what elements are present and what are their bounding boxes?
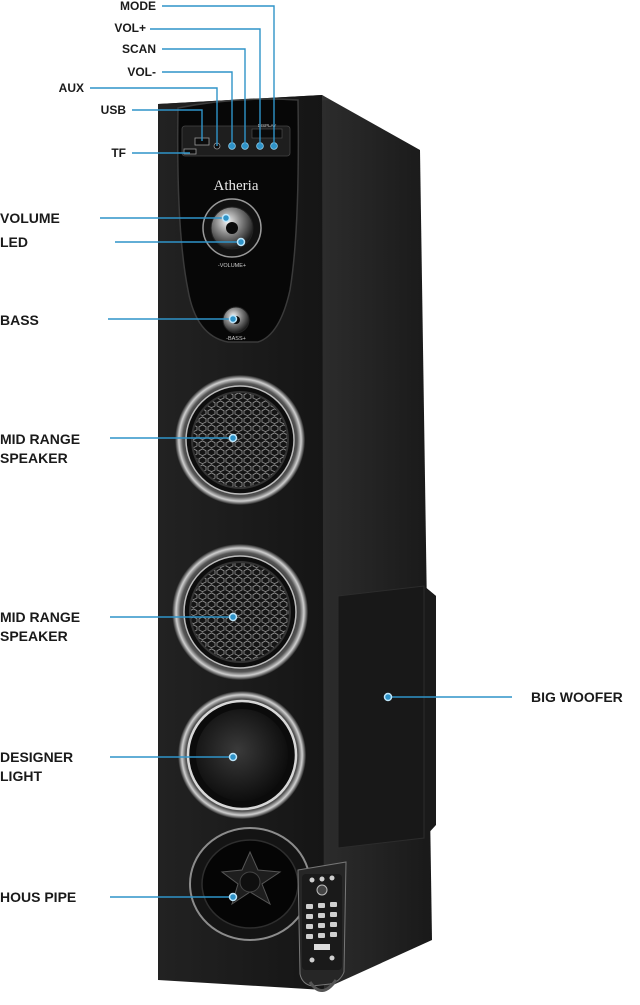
dot-volume xyxy=(221,213,231,223)
callout-aux xyxy=(90,87,218,146)
woofer-grille xyxy=(337,585,425,849)
display-window xyxy=(251,128,283,139)
label-tf: TF xyxy=(111,146,126,160)
callout-vol-plus xyxy=(150,28,261,146)
label-designer-light-line2: LIGHT xyxy=(0,768,42,784)
label-vol-minus: VOL- xyxy=(127,65,156,79)
callout-vol-minus xyxy=(162,71,233,146)
bass-caption: -BASS+ xyxy=(226,336,246,342)
dot-big-woofer xyxy=(383,692,393,702)
hous-pipe xyxy=(189,827,311,941)
remote-control xyxy=(297,861,347,992)
label-vol-plus: VOL+ xyxy=(114,21,146,35)
volume-caption: -VOLUME+ xyxy=(218,263,246,269)
brand-logo: Atheria xyxy=(214,178,259,194)
dot-bass xyxy=(228,314,238,324)
callout-scan xyxy=(162,48,246,146)
label-hous-pipe: HOUS PIPE xyxy=(0,889,77,905)
label-big-woofer: BIG WOOFER xyxy=(531,689,623,705)
label-mid-range-2-line1: MID RANGE xyxy=(0,609,81,625)
dot-designer-light xyxy=(228,752,238,762)
dot-hous-pipe xyxy=(228,892,238,902)
volume-knob-center xyxy=(226,222,238,234)
label-mid-range-1-line2: SPEAKER xyxy=(0,450,68,466)
mid-range-speaker-2 xyxy=(172,544,308,680)
display-caption: DISPLAY xyxy=(258,123,277,128)
tf-slot[interactable] xyxy=(183,148,197,155)
mid-range-speaker-1 xyxy=(175,375,305,505)
callout-lines xyxy=(90,5,512,898)
designer-light xyxy=(178,691,306,819)
control-panel: DISPLAY Atheria -VOLUME+ -BASS+ xyxy=(176,98,300,343)
label-mid-range-1-line1: MID RANGE xyxy=(0,431,81,447)
remote-buttons xyxy=(306,875,337,963)
label-aux: AUX xyxy=(58,81,84,95)
label-mode: MODE xyxy=(120,0,156,13)
label-bass: BASS xyxy=(0,312,39,328)
label-usb: USB xyxy=(100,103,126,117)
dot-mid-range-2 xyxy=(228,612,238,622)
cabinet-side xyxy=(322,95,432,990)
callout-mode xyxy=(162,5,275,146)
big-woofer-box xyxy=(337,585,436,849)
callout-usb xyxy=(132,109,203,141)
label-volume: VOLUME xyxy=(0,210,60,226)
label-led: LED xyxy=(0,234,28,250)
label-designer-light-line1: DESIGNER xyxy=(0,749,74,765)
dot-mid-range-1 xyxy=(228,433,238,443)
label-scan: SCAN xyxy=(121,42,156,56)
label-mid-range-2-line2: SPEAKER xyxy=(0,628,68,644)
dot-led xyxy=(236,237,246,247)
callout-dots xyxy=(221,213,393,902)
